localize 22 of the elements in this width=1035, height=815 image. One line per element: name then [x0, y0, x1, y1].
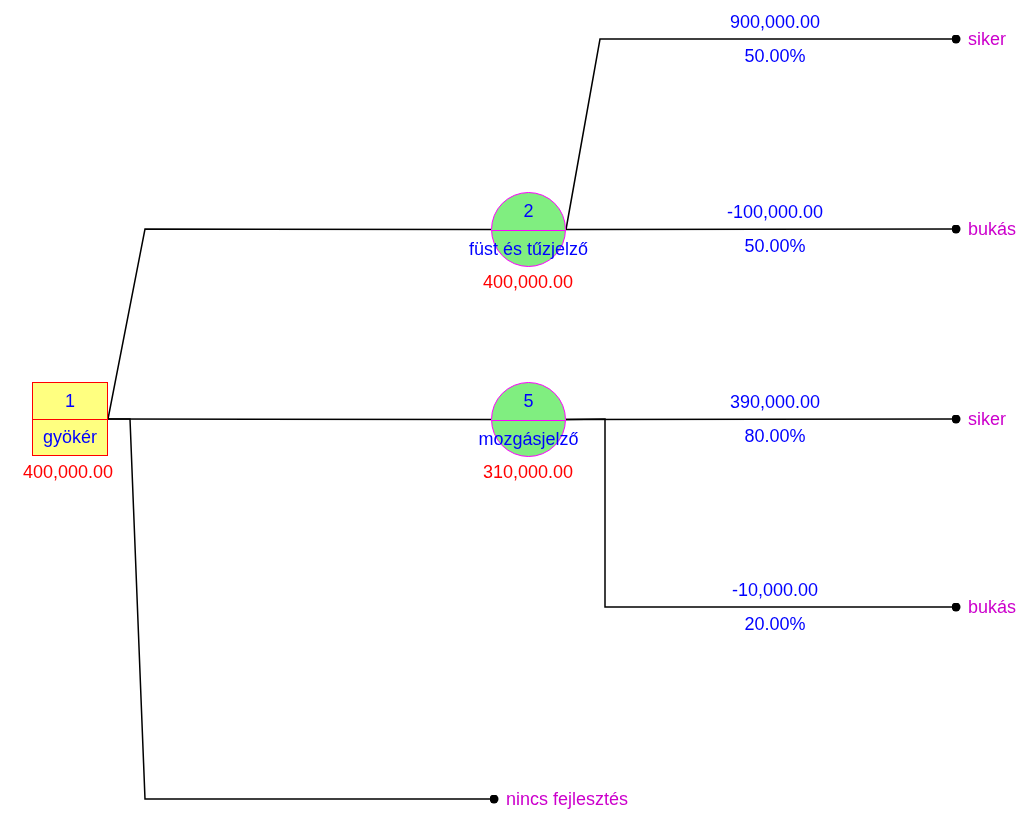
node-number: 2: [522, 200, 535, 221]
edge-label: -100,000.00 50.00%: [725, 201, 825, 258]
expected-value-label: 400,000.00: [481, 272, 575, 293]
outcome-label: siker: [956, 408, 1006, 430]
edge-label: 900,000.00 50.00%: [728, 11, 822, 68]
outcome-label: bukás: [956, 596, 1017, 618]
expected-value-label: 310,000.00: [481, 462, 575, 483]
tree-branch-line: [565, 224, 961, 234]
decision-node-box: [32, 382, 108, 456]
outcome-label: bukás: [956, 218, 1017, 240]
node-name-label: gyökér: [43, 426, 97, 448]
edge-label: 390,000.00 80.00%: [728, 391, 822, 448]
tree-branch-line: [107, 228, 492, 420]
tree-branch-line: [565, 418, 961, 612]
expected-value-label: 400,000.00: [21, 462, 115, 483]
tree-branch-line: [565, 34, 961, 231]
node-number: 5: [522, 390, 535, 411]
node-number: 1: [65, 390, 75, 412]
outcome-label: siker: [956, 28, 1006, 50]
tree-branch-line: [107, 418, 499, 804]
edge-label: -10,000.00 20.00%: [730, 579, 820, 636]
outcome-label: nincs fejlesztés: [494, 788, 629, 810]
